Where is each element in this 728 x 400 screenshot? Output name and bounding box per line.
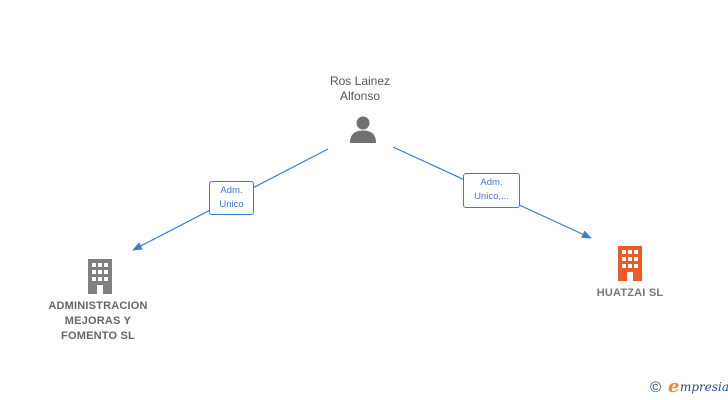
building-icon[interactable]: [84, 258, 116, 294]
brand-logo-initial: e: [668, 376, 680, 397]
brand-logo-text: mpresia: [680, 380, 728, 394]
person-name[interactable]: Ros Lainez Alfonso: [329, 74, 391, 103]
building-icon[interactable]: [614, 245, 646, 281]
person-icon[interactable]: [348, 114, 378, 144]
company-name-huatzai[interactable]: HUATZAI SL: [596, 287, 664, 299]
company-name-administracion[interactable]: ADMINISTRACION MEJORAS Y FOMENTO SL: [48, 300, 148, 342]
relation-label-administracion[interactable]: Adm. Unico: [209, 181, 254, 215]
relation-label-huatzai[interactable]: Adm. Unico,...: [463, 173, 520, 208]
empresia-watermark: © e mpresia: [650, 376, 728, 398]
copyright-icon: ©: [650, 379, 662, 396]
